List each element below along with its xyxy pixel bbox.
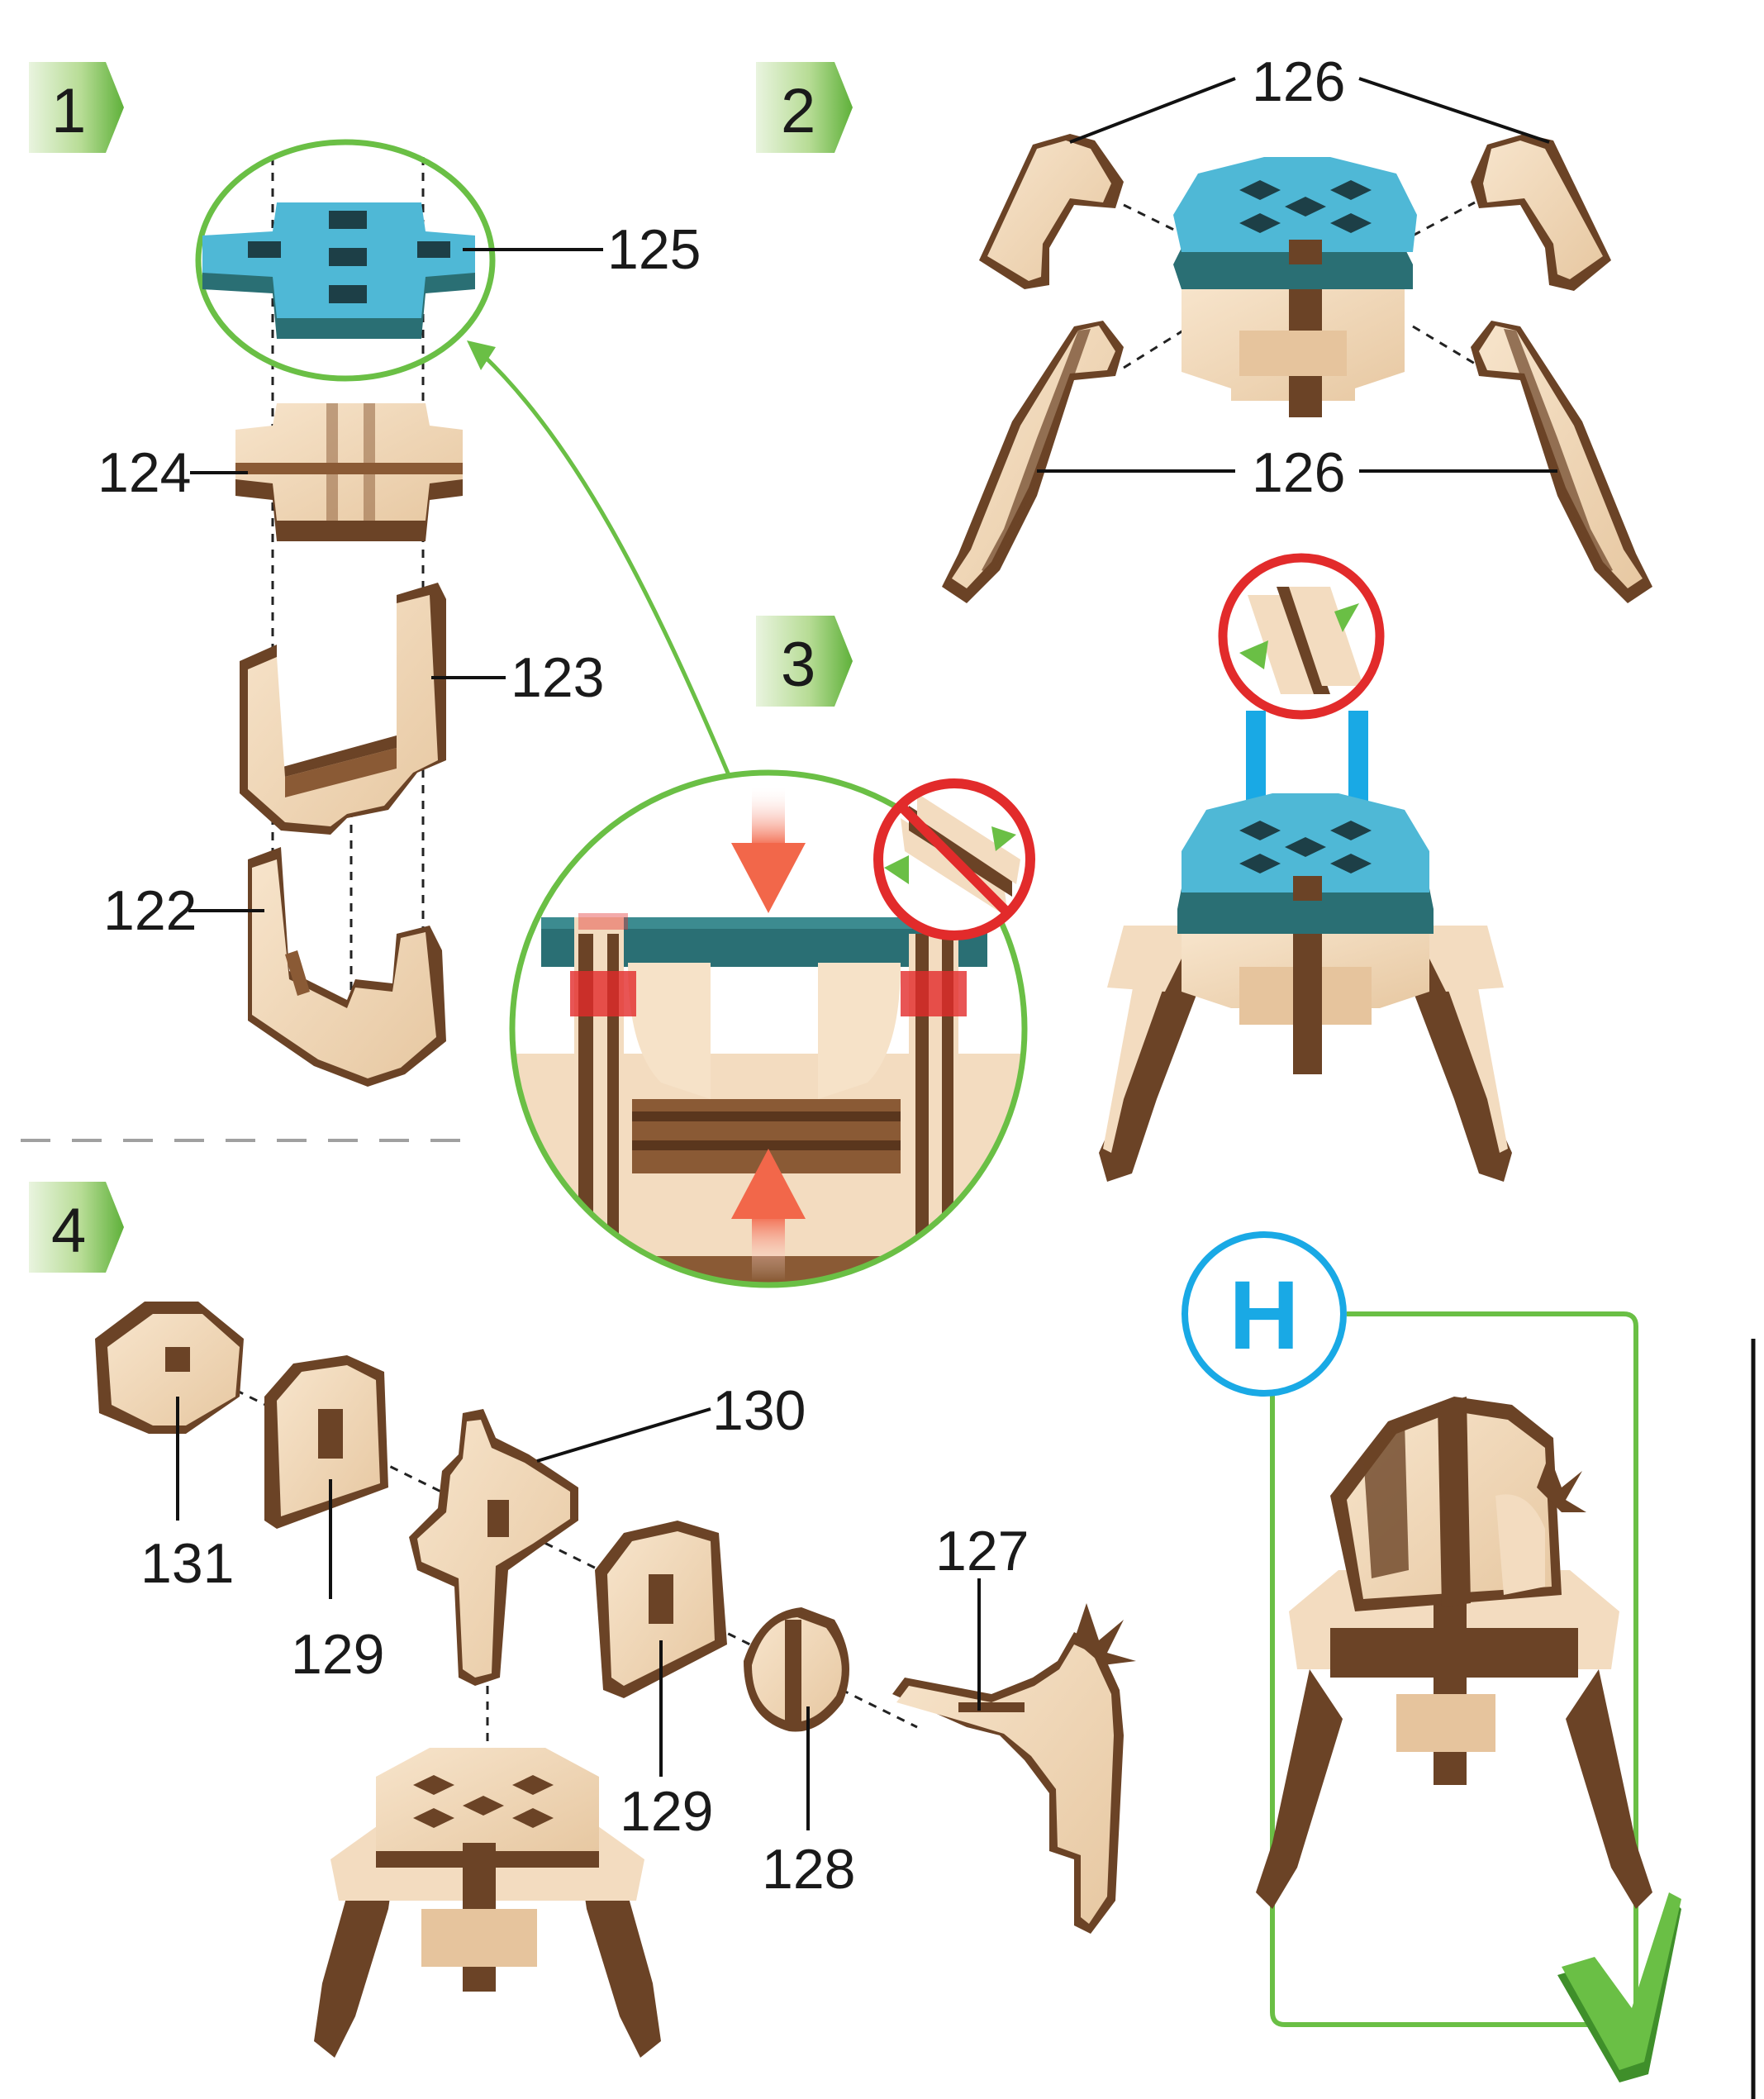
- step-1-number: 1: [51, 76, 86, 146]
- step-2-number: 2: [781, 76, 815, 146]
- step-4-number: 4: [51, 1196, 86, 1266]
- part-125: [202, 202, 475, 339]
- hub-assembly: [1173, 157, 1417, 417]
- step-1-marker: 1: [29, 62, 124, 153]
- step-4-marker: 4: [29, 1182, 124, 1273]
- label-128: 128: [762, 1838, 855, 1901]
- label-124: 124: [97, 441, 191, 504]
- label-131: 131: [140, 1532, 234, 1595]
- label-126-bottom: 126: [1252, 441, 1345, 504]
- label-129-left: 129: [291, 1623, 384, 1686]
- label-129-right: 129: [620, 1780, 713, 1843]
- step-2-marker: 2: [756, 62, 853, 153]
- part-124: [235, 403, 463, 541]
- label-123: 123: [511, 646, 604, 709]
- label-127: 127: [935, 1520, 1029, 1583]
- checkmark-icon: [1557, 1892, 1681, 2082]
- final-model-frame: H: [1185, 1235, 1681, 2082]
- step-4-base-model: [314, 1748, 661, 2058]
- label-130: 130: [712, 1379, 806, 1442]
- part-126-upper-right: [1471, 134, 1611, 291]
- part-129-left: [264, 1355, 388, 1529]
- step-3-marker: 3: [756, 616, 853, 707]
- step-4-assembly: 131 129 130 129 128 127: [95, 1302, 1136, 2058]
- part-126-lower-left: [942, 321, 1124, 603]
- no-glue-icon: [878, 783, 1030, 935]
- finished-model: [1256, 1397, 1652, 1909]
- label-126-top: 126: [1252, 50, 1345, 113]
- label-122: 122: [103, 879, 197, 942]
- part-128: [744, 1607, 849, 1732]
- part-126-upper-left: [979, 134, 1124, 289]
- part-122: [248, 847, 446, 1087]
- part-130: [409, 1409, 578, 1686]
- badge-letter: H: [1229, 1261, 1299, 1370]
- step-2-assembly: 126 126: [942, 50, 1652, 603]
- label-125: 125: [607, 218, 701, 281]
- part-127: [892, 1603, 1136, 1934]
- part-123: [240, 583, 446, 835]
- glue-icon: [1223, 558, 1380, 715]
- zoom-link-arrow: [483, 355, 731, 781]
- part-126-lower-right: [1471, 321, 1652, 603]
- step-3-number: 3: [781, 630, 815, 700]
- step-3-assembled-model: [1099, 793, 1512, 1182]
- part-131: [95, 1302, 244, 1434]
